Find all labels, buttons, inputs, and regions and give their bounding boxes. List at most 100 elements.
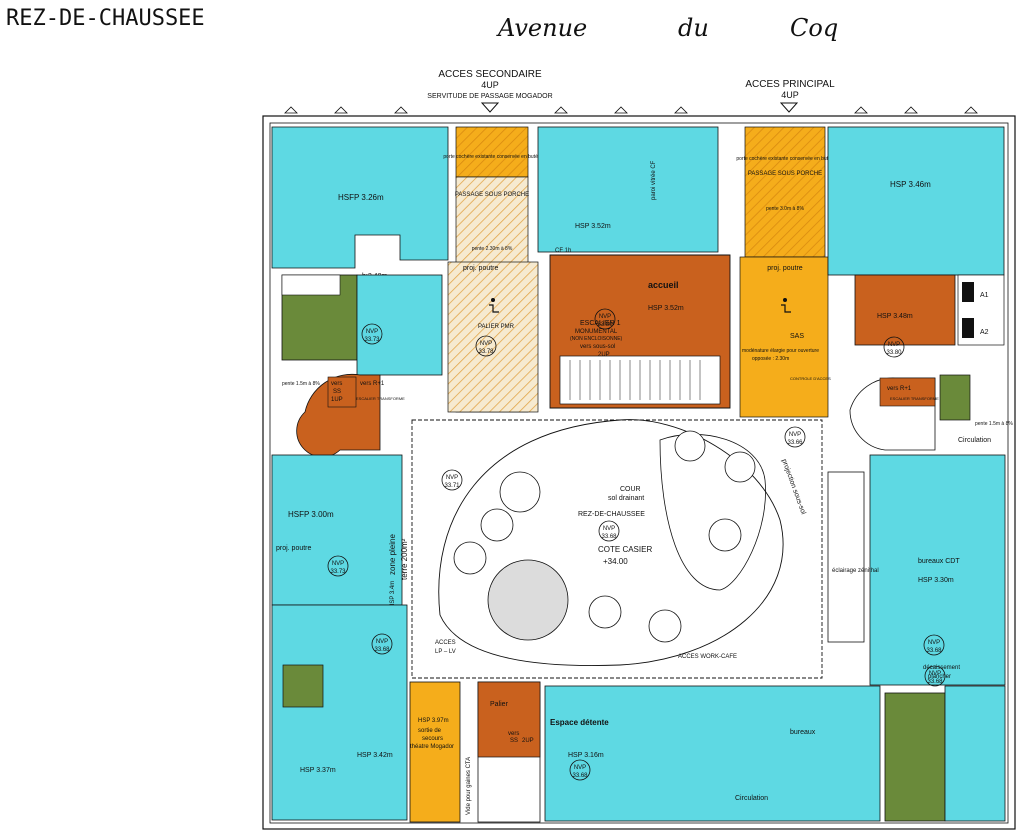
room-label: décaissement (923, 665, 960, 671)
court-label: COUR (620, 486, 641, 493)
room-label: HSP 3.37m (300, 767, 336, 774)
spiral-stair-left (296, 373, 381, 458)
room-title: Espace détente (550, 718, 609, 727)
nvp-value: 33.68 (927, 679, 943, 685)
nvp-value: 33.68 (601, 534, 617, 540)
nvp-value: 33.68 (926, 648, 942, 654)
porch-label: PASSAGE SOUS PORCHE (748, 171, 822, 177)
proj-label: proj. poutre (276, 545, 312, 552)
room-orange-right (854, 274, 956, 346)
room-label: HSP 3.52m (575, 223, 611, 230)
slope-label: pente 1.5m à 8% (282, 381, 320, 387)
nvp-label: NVP (480, 341, 492, 347)
wc-label: A2 (980, 329, 989, 336)
tree-icon (480, 508, 514, 542)
exit-label: secours (422, 736, 443, 742)
stair-label: ESCALIER TRANSFORME (356, 396, 405, 401)
room-label: bureaux (790, 729, 816, 736)
emergency-exit (409, 681, 461, 823)
palier-label: Palier (490, 701, 509, 708)
room-label: HSP 3.30m (918, 577, 954, 584)
room-label: HSP 3.16m (568, 752, 604, 759)
stair-label: SS (510, 738, 518, 744)
stair-label: 2UP (522, 738, 534, 744)
room-label: HSFP 3.26m (338, 193, 384, 202)
nvp-value: 33.68 (374, 647, 390, 653)
espace-detente (544, 685, 881, 822)
stair-label: vers sous-sol (580, 344, 615, 350)
room-label: CF 1h (555, 248, 571, 254)
entrance-arrow-icon (779, 102, 799, 113)
stair-steps (569, 360, 701, 400)
zone-label: zone pleine (388, 534, 397, 575)
nvp-label: NVP (599, 314, 611, 320)
nvp-label: NVP (376, 639, 388, 645)
stair-label: ESCALIER TRANSFORME (890, 396, 939, 401)
main-entrance: ACCES PRINCIPAL 4UP (745, 79, 835, 113)
nvp-value: 33.68 (572, 773, 588, 779)
main-entrance-title: ACCES PRINCIPAL (745, 79, 835, 90)
stair-label: vers (331, 381, 342, 387)
wc-left-lower (282, 664, 324, 708)
nvp-marker: NVP 33.68 (923, 634, 945, 656)
nvp-label: NVP (888, 342, 900, 348)
porch-right (744, 126, 826, 258)
stair-label: 1UP (331, 397, 343, 403)
room-label: Circulation (958, 437, 991, 444)
stair-label: SS (333, 389, 341, 395)
page-title: REZ-DE-CHAUSSEE (6, 6, 205, 31)
proj-label: proj. poutre (767, 265, 803, 272)
nvp-value: 33.71 (444, 483, 460, 489)
room-label: paroi vitrée CF (651, 160, 657, 200)
skylight-label: éclairage zénithal (832, 568, 879, 574)
room-left-lower (271, 604, 408, 821)
secondary-entrance-up: 4UP (481, 80, 499, 90)
room-top-right (827, 126, 1005, 276)
tree-icon (674, 430, 706, 462)
main-entrance-up: 4UP (781, 90, 799, 100)
accueil-label: accueil (648, 280, 679, 290)
note-label: modénature élargie pour ouverture (742, 348, 819, 354)
stair-label: vers R+1 (360, 381, 385, 387)
room-label: plancher (928, 674, 951, 680)
room-label: HSP 3.97m (418, 718, 449, 724)
facade-windows (284, 106, 978, 114)
access-label: LP – LV (435, 649, 456, 655)
room-label: bureaux CDT (918, 558, 960, 565)
corridor-left (356, 274, 443, 376)
nvp-label: NVP (366, 329, 378, 335)
zone-label: terre 200m² (400, 538, 409, 580)
nvp-label: NVP (928, 640, 940, 646)
palier-pmr (447, 261, 539, 413)
nvp-label: NVP (446, 475, 458, 481)
stair-label: MONUMENTAL (575, 329, 618, 335)
nvp-label: NVP (789, 432, 801, 438)
nvp-value: 33.66 (787, 440, 803, 446)
stair-label: vers (508, 731, 519, 737)
shaft-label: Vide pour gaines CTA (466, 757, 472, 815)
nvp-label: NVP (332, 561, 344, 567)
nvp-marker: NVP 33.66 (784, 426, 806, 448)
slope-label: pente 3.0m à 8% (766, 206, 804, 212)
building-inner-wall (269, 122, 1009, 824)
street-word-coq: Coq (790, 14, 839, 42)
room-label: Circulation (735, 795, 768, 802)
room-label: HSP 3.46m (890, 180, 931, 189)
stair-label: ESCALIER 1 (580, 320, 621, 327)
wc-bottom-right (884, 692, 946, 822)
room-top-left (271, 126, 449, 269)
palier-label: PALIER PMR (478, 324, 515, 330)
room-label: HSP 3.52m (648, 305, 684, 312)
room-label: HSP 3.42m (357, 752, 393, 759)
level-markers: NVP33.73NVP33.78NVP33.80NVP33.80NVP33.66… (327, 308, 946, 781)
tree-icon (648, 609, 682, 643)
porch-label: porte cochère existante conservée en but… (736, 156, 834, 162)
secondary-entrance: ACCES SECONDAIRE 4UP SERVITUDE DE PASSAG… (427, 69, 553, 113)
tree-icon (708, 518, 742, 552)
